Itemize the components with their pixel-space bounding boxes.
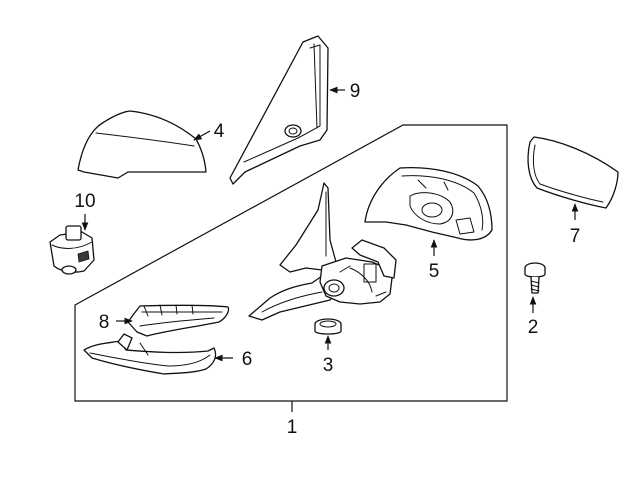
- leader-c4: [193, 130, 211, 141]
- part-screw: [524, 262, 546, 294]
- callout-9: 9: [350, 81, 361, 102]
- callout-3: 3: [323, 355, 334, 376]
- callout-6: 6: [242, 349, 253, 370]
- callout-8: 8: [99, 312, 110, 333]
- part-mirror-base: [248, 182, 339, 321]
- part-sail-panel: [229, 35, 329, 185]
- callout-5: 5: [429, 261, 440, 282]
- part-turn-signal: [127, 304, 230, 337]
- callout-2: 2: [528, 317, 539, 338]
- part-mirror-cover: [77, 110, 207, 179]
- part-adjuster-motor: [319, 239, 397, 305]
- part-grommet: [314, 318, 342, 335]
- part-connector: [49, 225, 95, 275]
- part-mirror-housing: [364, 166, 493, 241]
- callout-4: 4: [214, 121, 225, 142]
- callout-1: 1: [287, 417, 298, 438]
- assembly-frame: [74, 124, 508, 402]
- callout-10: 10: [74, 191, 95, 212]
- part-mirror-glass: [527, 136, 619, 209]
- part-lower-trim: [83, 333, 217, 375]
- callout-7: 7: [570, 226, 581, 247]
